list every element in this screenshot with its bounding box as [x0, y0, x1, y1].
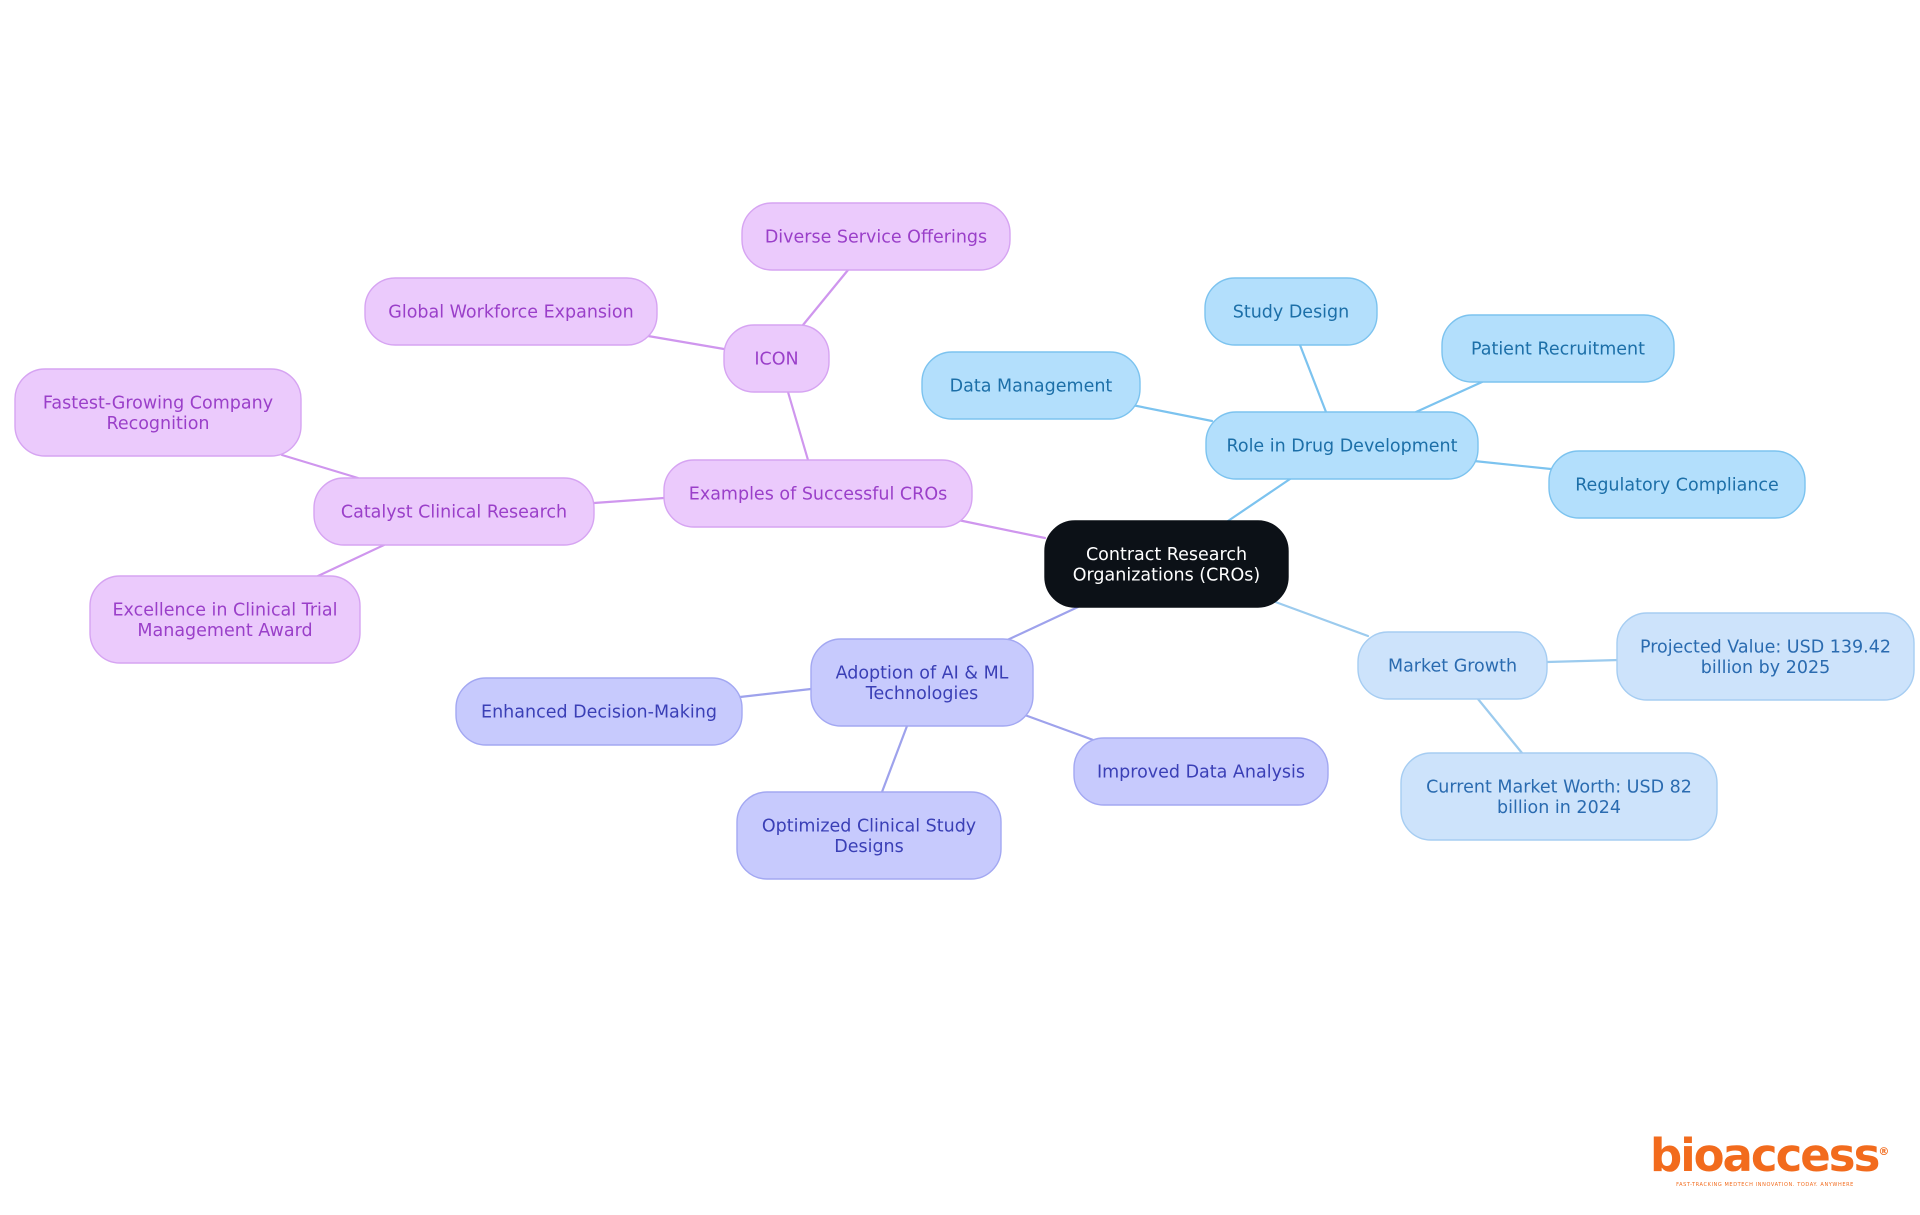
node-label-decision: Enhanced Decision-Making	[481, 703, 717, 723]
node-box-regulatory	[1548, 450, 1806, 519]
node-box-catalyst	[313, 477, 595, 546]
node-label-catalyst: Catalyst Clinical Research	[341, 503, 567, 523]
edge-diverse	[801, 268, 850, 327]
node-label-root-line-1: Contract Research	[1086, 545, 1247, 565]
node-box-projected	[1616, 612, 1915, 701]
node-label-fastest-line-1: Fastest-Growing Company	[43, 393, 273, 413]
bioaccess-logo: bioaccess® FAST-TRACKING MEDTECH INNOVAT…	[1650, 1128, 1889, 1189]
node-box-examples	[663, 459, 973, 528]
node-label-ai-line-2: Technologies	[865, 684, 978, 704]
node-box-market	[1357, 631, 1548, 700]
node-patient: Patient Recruitment	[1441, 314, 1675, 383]
node-label-projected-line-1: Projected Value: USD 139.42	[1640, 637, 1891, 657]
edge-market	[1268, 598, 1370, 638]
node-market: Market Growth	[1357, 631, 1548, 700]
edge-excellence	[316, 543, 386, 578]
logo-wordmark: bioaccess®	[1650, 1128, 1889, 1182]
node-box-current	[1400, 752, 1718, 841]
node-label-ai-line-1: Adoption of AI & ML	[836, 663, 1009, 683]
edge-analysis	[1020, 712, 1098, 743]
edge-ai	[1001, 605, 1080, 644]
node-label-drug: Role in Drug Development	[1226, 437, 1457, 457]
node-box-icon	[723, 324, 830, 393]
mindmap-edges	[280, 268, 1621, 794]
node-box-patient	[1441, 314, 1675, 383]
node-label-optimized-line-2: Designs	[834, 837, 904, 857]
node-box-excellence	[89, 575, 361, 664]
node-label-study: Study Design	[1233, 303, 1350, 323]
node-label-root-line-2: Organizations (CROs)	[1073, 565, 1260, 585]
logo-word-text: bioaccess	[1650, 1129, 1880, 1182]
edge-regulatory	[1472, 459, 1553, 471]
node-label-excellence-line-1: Excellence in Clinical Trial	[113, 600, 338, 620]
mindmap-nodes: Role in Drug Development Study DesignPati…	[14, 202, 1915, 880]
node-box-diverse	[741, 202, 1011, 271]
node-label-examples: Examples of Successful CROs	[689, 485, 947, 505]
node-label-regulatory: Regulatory Compliance	[1575, 476, 1779, 496]
node-label-workforce: Global Workforce Expansion	[388, 303, 633, 323]
node-label-projected-line-2: billion by 2025	[1701, 658, 1830, 678]
node-box-analysis	[1073, 737, 1329, 806]
node-datamgmt: Data Management	[921, 351, 1141, 420]
edge-datamgmt	[1130, 403, 1214, 423]
registered-mark: ®	[1878, 1145, 1890, 1158]
node-box-ai	[810, 638, 1034, 727]
node-drug: Role in Drug Development	[1205, 411, 1479, 480]
node-label-current-line-2: billion in 2024	[1497, 798, 1621, 818]
node-box-workforce	[364, 277, 658, 346]
node-decision: Enhanced Decision-Making	[455, 677, 743, 746]
node-label-market: Market Growth	[1388, 657, 1517, 677]
node-box-drug	[1205, 411, 1479, 480]
node-study: Study Design	[1204, 277, 1378, 346]
node-box-fastest	[14, 368, 302, 457]
node-label-optimized-line-1: Optimized Clinical Study	[762, 816, 976, 836]
node-icon: ICON	[723, 324, 830, 393]
node-catalyst: Catalyst Clinical Research	[313, 477, 595, 546]
edge-drug	[1226, 477, 1292, 523]
node-label-current-line-1: Current Market Worth: USD 82	[1426, 777, 1692, 797]
edge-workforce	[646, 334, 726, 351]
node-box-study	[1204, 277, 1378, 346]
node-label-diverse: Diverse Service Offerings	[765, 228, 987, 248]
node-label-fastest-line-2: Recognition	[106, 414, 209, 434]
node-box-datamgmt	[921, 351, 1141, 420]
edge-patient	[1414, 380, 1484, 414]
edge-fastest	[280, 453, 360, 480]
edge-projected	[1545, 658, 1621, 664]
edge-current	[1476, 697, 1524, 755]
node-box-root	[1044, 520, 1289, 608]
node-label-excellence-line-2: Management Award	[137, 621, 312, 641]
edge-icon	[786, 390, 810, 462]
node-label-patient: Patient Recruitment	[1471, 340, 1645, 360]
node-label-icon: ICON	[754, 350, 798, 370]
node-box-optimized	[736, 791, 1002, 880]
node-diverse: Diverse Service Offerings	[741, 202, 1011, 271]
node-regulatory: Regulatory Compliance	[1548, 450, 1806, 519]
node-examples: Examples of Successful CROs	[663, 459, 973, 528]
node-analysis: Improved Data Analysis	[1073, 737, 1329, 806]
edge-optimized	[880, 724, 909, 794]
edge-examples	[956, 518, 1047, 540]
node-label-analysis: Improved Data Analysis	[1097, 763, 1305, 783]
node-label-datamgmt: Data Management	[950, 377, 1113, 397]
edge-study	[1298, 343, 1328, 414]
edge-decision	[738, 687, 813, 699]
node-box-decision	[455, 677, 743, 746]
logo-tagline: FAST-TRACKING MEDTECH INNOVATION. TODAY.…	[1676, 1182, 1854, 1188]
edge-catalyst	[592, 496, 666, 505]
node-workforce: Global Workforce Expansion	[364, 277, 658, 346]
